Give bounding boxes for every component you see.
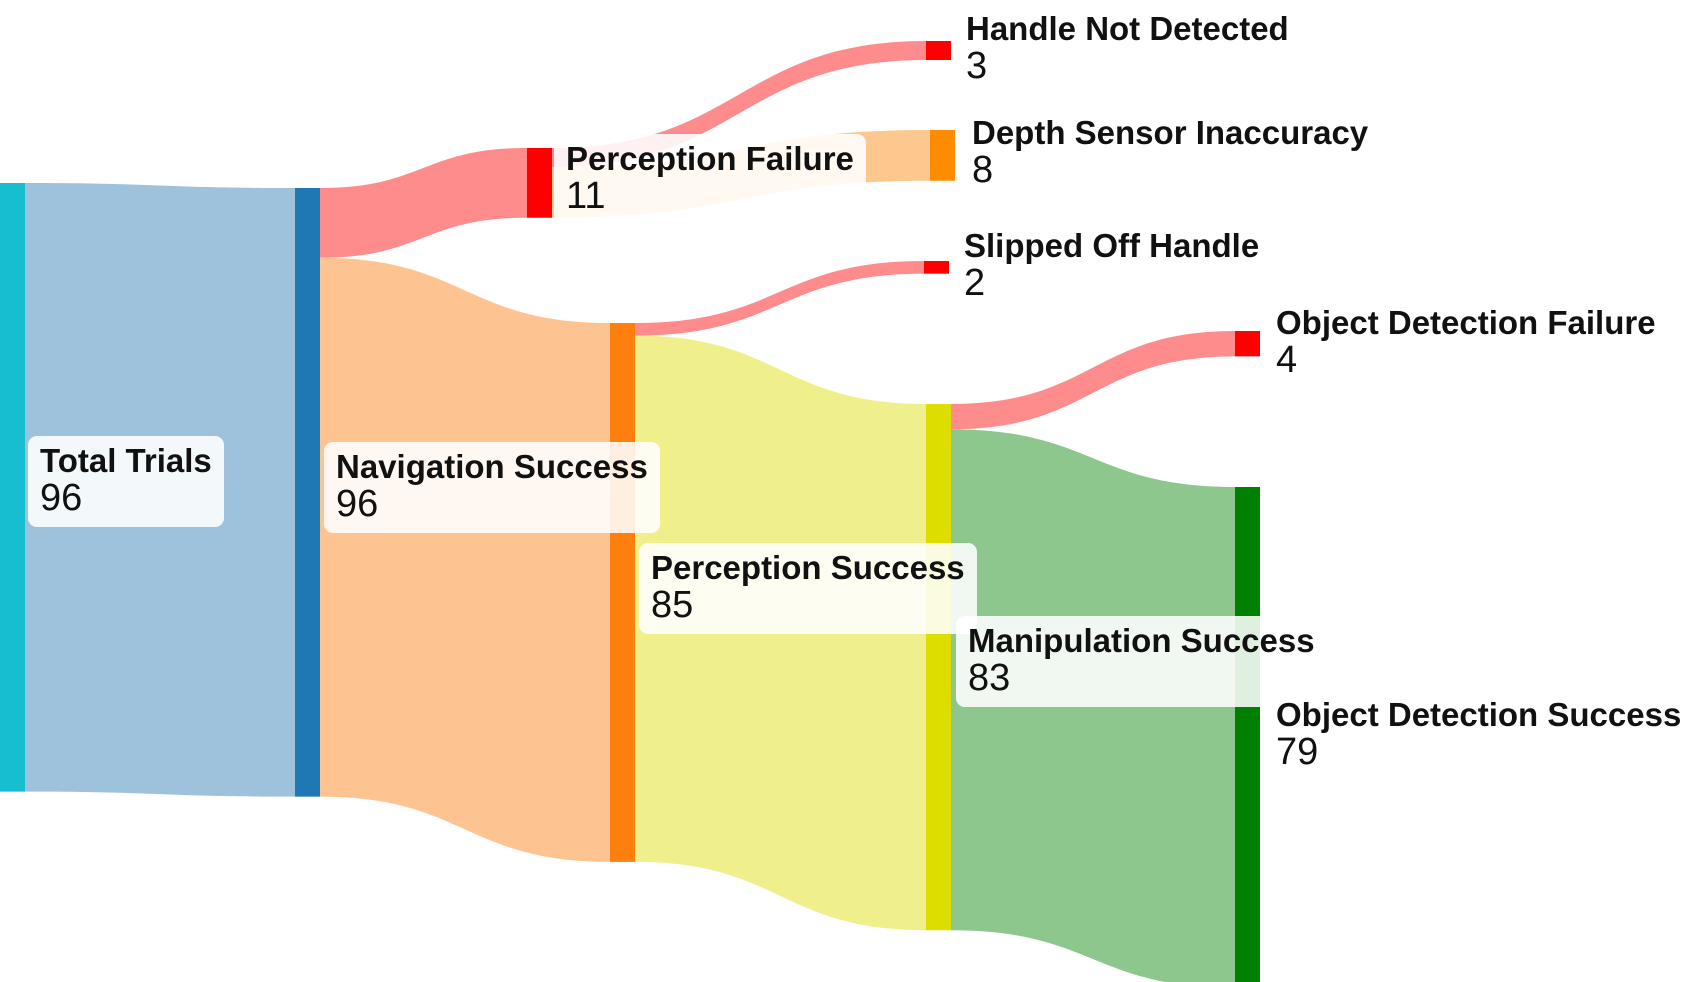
- nodes-layer: [0, 41, 1260, 982]
- node-bar-soh: [924, 261, 949, 274]
- node-value: 2: [964, 261, 986, 304]
- node-name: Perception Success: [651, 549, 965, 586]
- node-name: Manipulation Success: [968, 622, 1315, 659]
- node-name: Object Detection Success: [1276, 696, 1682, 733]
- node-bar-ms: [926, 404, 951, 931]
- link-nav-to-pf: [320, 148, 527, 258]
- link-nav-to-ps: [320, 257, 610, 862]
- node-label-perception-success: Perception Success 85: [639, 543, 977, 634]
- link-ms-to-odf: [951, 331, 1235, 430]
- node-name: Total Trials: [40, 442, 212, 479]
- link-pf-to-hnd: [552, 41, 926, 168]
- node-bar-dsi: [930, 130, 955, 181]
- node-label-slipped-off-handle: Slipped Off Handle 2: [964, 227, 1260, 304]
- node-bar-odf: [1235, 331, 1260, 357]
- node-bar-hnd: [926, 41, 951, 61]
- node-name: Depth Sensor Inaccuracy: [972, 114, 1369, 151]
- node-name: Object Detection Failure: [1276, 304, 1656, 341]
- node-name: Slipped Off Handle: [964, 227, 1260, 264]
- node-value: 96: [40, 476, 83, 519]
- node-label-object-detection-failure: Object Detection Failure 4: [1276, 304, 1656, 381]
- node-name: Handle Not Detected: [966, 10, 1289, 47]
- node-name: Navigation Success: [336, 448, 648, 485]
- node-label-object-detection-success: Object Detection Success 79: [1276, 696, 1682, 773]
- node-value: 79: [1276, 730, 1319, 773]
- node-value: 3: [966, 44, 988, 87]
- node-name: Perception Failure: [566, 140, 854, 177]
- node-bar-ods: [1235, 487, 1260, 982]
- node-label-manipulation-success: Manipulation Success 83: [956, 616, 1327, 707]
- node-bar-nav: [295, 188, 320, 797]
- link-ps-to-soh: [635, 261, 924, 336]
- node-value: 96: [336, 482, 379, 525]
- node-label-perception-failure: Perception Failure 11: [554, 134, 866, 225]
- node-bar-total: [0, 183, 25, 792]
- node-value: 4: [1276, 338, 1298, 381]
- node-value: 83: [968, 656, 1011, 699]
- node-label-handle-not-detected: Handle Not Detected 3: [966, 10, 1289, 87]
- node-value: 11: [566, 174, 606, 217]
- node-value: 8: [972, 148, 994, 191]
- node-bar-pf: [527, 148, 552, 218]
- node-bar-ps: [610, 323, 635, 862]
- node-label-total-trials: Total Trials 96: [28, 436, 224, 527]
- node-value: 85: [651, 583, 694, 626]
- node-label-depth-sensor-inaccuracy: Depth Sensor Inaccuracy 8: [972, 114, 1369, 191]
- node-label-navigation-success: Navigation Success 96: [324, 442, 660, 533]
